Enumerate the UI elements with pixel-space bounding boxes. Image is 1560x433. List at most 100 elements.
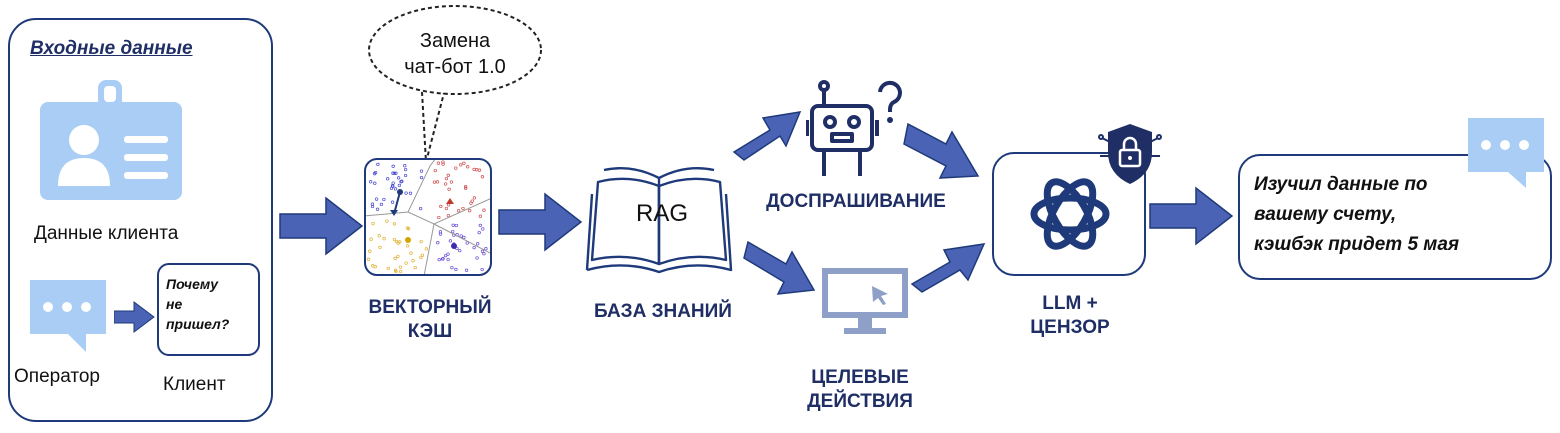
cache-point bbox=[373, 171, 378, 175]
cache-point bbox=[449, 180, 454, 184]
llm-knot-icon bbox=[1030, 178, 1110, 250]
cache-point bbox=[446, 252, 450, 256]
cache-point bbox=[443, 253, 448, 258]
cache-point bbox=[403, 167, 408, 172]
vector-cache-voronoi bbox=[364, 158, 492, 276]
cache-point bbox=[382, 237, 386, 241]
cache-point bbox=[420, 253, 425, 257]
cache-point bbox=[459, 163, 463, 167]
cache-point bbox=[480, 267, 484, 272]
clarification-label: ДОСПРАШИВАНИЕ bbox=[766, 191, 946, 212]
cache-point bbox=[475, 168, 479, 172]
input-data-title: Входные данные bbox=[30, 38, 193, 59]
cache-point bbox=[369, 237, 373, 241]
answer-box bbox=[1238, 154, 1552, 280]
cache-point bbox=[463, 185, 468, 189]
client-question-line-1: Почему bbox=[166, 276, 219, 292]
cache-point bbox=[370, 204, 375, 209]
thought-bubble-shape bbox=[368, 5, 542, 163]
arrow-llm-to-answer bbox=[1149, 186, 1234, 246]
cache-point bbox=[403, 173, 408, 178]
cache-point bbox=[398, 265, 403, 269]
cache-point bbox=[436, 241, 440, 245]
cache-point bbox=[382, 197, 386, 202]
cache-point bbox=[456, 209, 461, 213]
cache-point bbox=[393, 187, 398, 191]
cache-point bbox=[437, 257, 441, 262]
cache-point bbox=[480, 175, 485, 179]
cache-point bbox=[373, 181, 377, 185]
cache-point bbox=[368, 249, 372, 253]
cache-point bbox=[391, 164, 395, 168]
cache-point bbox=[482, 208, 486, 212]
arrow-actions-to-llm bbox=[910, 243, 986, 293]
cache-point bbox=[378, 245, 382, 250]
cache-point bbox=[454, 223, 458, 228]
cache-point bbox=[439, 204, 443, 209]
arrow-cache-to-kb bbox=[498, 192, 583, 252]
cache-point bbox=[468, 209, 472, 213]
client-data-label: Данные клиента bbox=[34, 223, 179, 244]
cache-point bbox=[444, 176, 449, 181]
cache-point bbox=[476, 242, 480, 246]
monitor-cursor-icon bbox=[822, 268, 908, 334]
id-card-icon bbox=[40, 80, 182, 200]
cache-point bbox=[447, 187, 451, 191]
cache-point bbox=[443, 182, 448, 186]
cache-point bbox=[392, 237, 397, 242]
cache-point bbox=[478, 223, 482, 228]
cache-point bbox=[437, 215, 441, 220]
cache-point bbox=[409, 251, 413, 255]
cache-point bbox=[438, 232, 443, 236]
cache-point bbox=[418, 206, 423, 211]
cache-point bbox=[435, 180, 440, 184]
cache-point bbox=[366, 257, 371, 261]
knowledge-base-label: БАЗА ЗНАНИЙ bbox=[594, 301, 732, 322]
cache-point bbox=[406, 244, 410, 248]
cache-point bbox=[446, 173, 450, 177]
cache-point bbox=[391, 181, 395, 185]
cache-point bbox=[376, 162, 380, 167]
cache-point bbox=[451, 223, 455, 227]
cache-point bbox=[454, 166, 458, 170]
cache-point bbox=[374, 197, 379, 201]
target-actions-line-2: ДЕЙСТВИЯ bbox=[807, 391, 913, 412]
arrow-kb-to-actions bbox=[743, 240, 816, 295]
cache-point bbox=[419, 169, 424, 173]
cache-point bbox=[419, 255, 423, 260]
cache-point bbox=[446, 213, 451, 218]
cache-point bbox=[419, 175, 424, 180]
arrow-kb-to-clarify bbox=[732, 111, 802, 161]
cache-point bbox=[385, 219, 389, 223]
cache-point bbox=[399, 269, 403, 274]
cache-point bbox=[377, 234, 381, 238]
cache-point bbox=[408, 191, 413, 195]
cache-point bbox=[482, 252, 486, 256]
cache-point bbox=[413, 265, 417, 270]
cache-point bbox=[459, 234, 463, 238]
cache-point bbox=[477, 230, 481, 235]
operator-label: Оператор bbox=[14, 366, 100, 387]
cache-point bbox=[404, 261, 408, 265]
cache-point bbox=[462, 161, 466, 165]
cache-point bbox=[404, 191, 408, 195]
client-question-box bbox=[157, 263, 260, 356]
cache-point bbox=[478, 214, 483, 218]
cache-point bbox=[458, 248, 462, 253]
cache-point bbox=[472, 196, 477, 200]
cache-point bbox=[448, 239, 453, 243]
cache-point bbox=[470, 199, 474, 203]
cache-point bbox=[484, 247, 488, 251]
cache-point bbox=[441, 162, 445, 166]
cache-point bbox=[390, 200, 395, 204]
answer-line-1: Изучил данные по bbox=[1254, 174, 1428, 195]
cache-point bbox=[393, 256, 397, 261]
cache-point bbox=[472, 245, 476, 250]
cache-point bbox=[454, 267, 458, 272]
answer-line-2: вашему счету, bbox=[1254, 204, 1397, 225]
client-label: Клиент bbox=[163, 374, 226, 395]
cache-point bbox=[406, 227, 411, 231]
vector-cache-label-line-2: КЭШ bbox=[407, 321, 453, 342]
client-question-line-3: пришел? bbox=[166, 316, 230, 332]
cache-point bbox=[386, 266, 390, 271]
